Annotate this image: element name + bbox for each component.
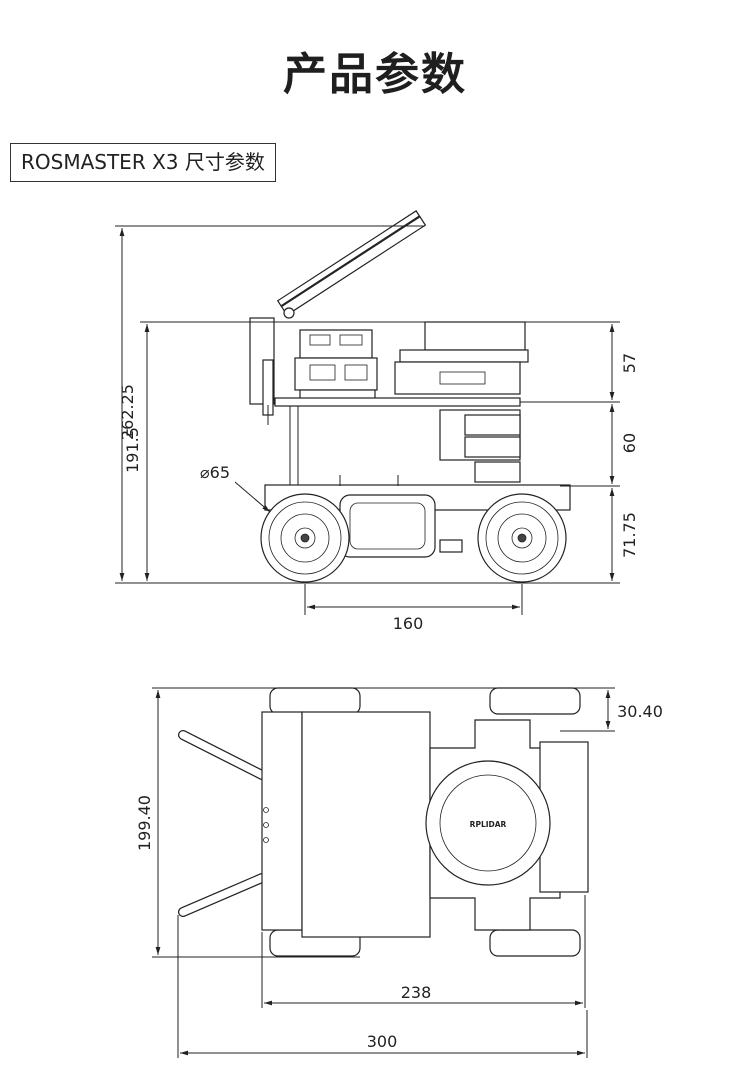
side-view (115, 210, 620, 615)
page-title: 产品参数 (283, 49, 467, 100)
dim-top-layer: 57 (620, 353, 639, 373)
dim-mid-layer: 60 (620, 433, 639, 453)
dim-wheelbase: 160 (393, 614, 424, 633)
dim-width: 199.40 (135, 795, 154, 851)
dim-body-length: 238 (401, 983, 432, 1002)
front-wheel (260, 493, 350, 583)
dim-body-height: 191.5 (123, 427, 142, 473)
lidar-label: RPLIDAR (470, 820, 507, 829)
dim-total-length: 300 (367, 1032, 398, 1051)
dim-wheel-offset: 30.40 (617, 702, 663, 721)
section-label: ROSMASTER X3 尺寸参数 (10, 143, 276, 182)
rear-wheel (477, 493, 567, 583)
dim-base-layer: 71.75 (620, 512, 639, 558)
top-view: RPLIDAR (152, 687, 615, 1058)
dim-wheel-diameter: ⌀65 (200, 463, 230, 482)
dim-total-height: 262.25 (118, 384, 137, 440)
